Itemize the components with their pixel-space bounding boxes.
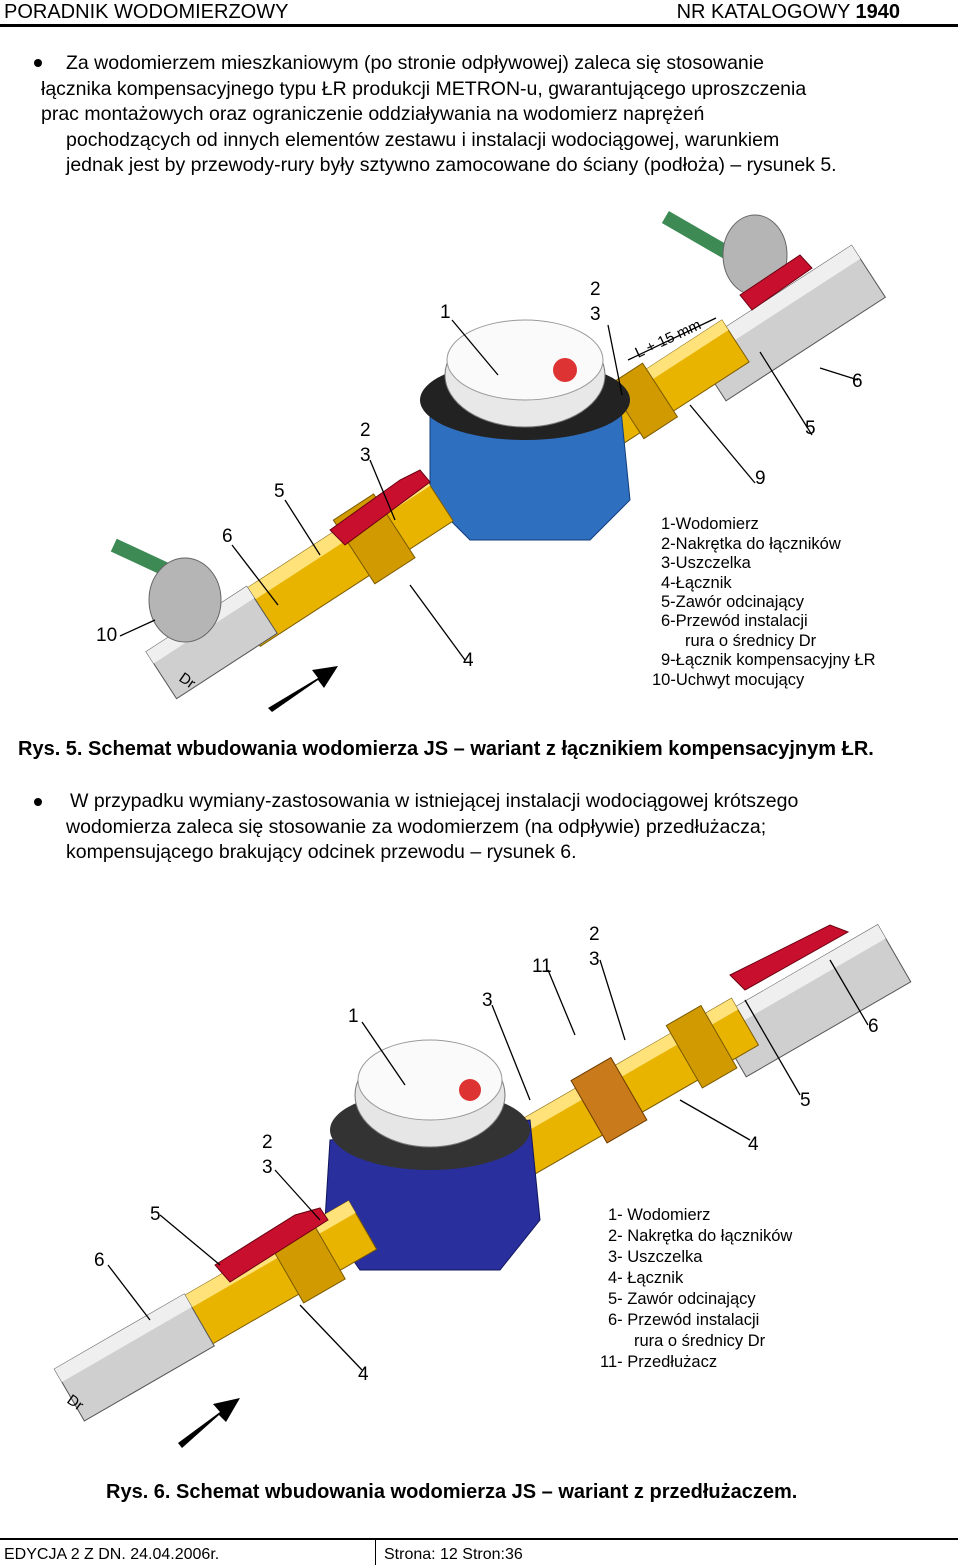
label-11: 11 [532,956,552,977]
bullet-2 [34,798,42,806]
label-5: 5 [274,481,285,502]
paragraph-2-line: W przypadku wymiany-zastosowania w istni… [70,790,799,812]
right-valve-handle [729,924,850,991]
legend-item: 4-Łącznik [661,574,732,592]
label-5: 5 [805,418,816,439]
paragraph-2-line: wodomierza zaleca się stosowanie za wodo… [66,815,767,838]
label-5: 5 [800,1090,811,1111]
label-2: 2 [360,420,371,441]
left-valve-handle [329,469,431,546]
legend-item: 6- Przewód instalacji [608,1311,759,1329]
legend-item: 9-Łącznik kompensacyjny ŁR [661,651,876,669]
figure-5-diagram: 1 2 3 L + 15 mm 6 2 3 5 9 5 6 10 4 Dr 1-… [96,210,887,712]
label-3: 3 [482,990,493,1011]
legend-item: 11- Przedłużacz [600,1353,717,1371]
label-3: 3 [262,1157,273,1178]
header-catalog: NR KATALOGOWY 1940 [677,1,900,24]
label-1: 1 [348,1006,359,1027]
footer-page-number: Strona: 12 Stron:36 [384,1546,523,1563]
legend-item: rura o średnicy Dr [634,1332,766,1350]
page-footer: EDYCJA 2 Z DN. 24.04.2006r. Strona: 12 S… [0,1536,960,1565]
legend-item: 5- Zawór odcinający [608,1290,756,1308]
extension [505,997,760,1176]
figure-6-assembly [53,924,912,1448]
legend-item: 5-Zawór odcinający [661,593,805,611]
legend-item: 4- Łącznik [608,1269,684,1287]
label-10: 10 [96,625,117,646]
legend-item: 6-Przewód instalacji [661,612,808,630]
paragraph-1-line: Za wodomierzem mieszkaniowym (po stronie… [66,52,764,74]
label-3: 3 [360,445,371,466]
paragraph-2-line: kompensującego brakujący odcinek przewod… [66,841,577,864]
left-valve-handle [214,1207,329,1283]
legend-item: 1- Wodomierz [608,1206,710,1224]
label-2: 2 [589,924,600,945]
legend-item: 3- Uszczelka [608,1248,703,1266]
flow-arrow [268,666,338,712]
footer-edition: EDYCJA 2 Z DN. 24.04.2006r. [4,1546,220,1563]
legend-item: rura o średnicy Dr [685,632,817,650]
label-6: 6 [94,1250,105,1271]
header-catalog-number: 1940 [855,1,901,23]
page-header: PORADNIK WODOMIERZOWY NR KATALOGOWY 1940 [0,0,960,28]
label-4: 4 [358,1364,369,1385]
paragraph-1-line: pochodzących od innych elementów zestawu… [66,128,780,151]
label-3: 3 [589,949,600,970]
right-valve-handle [739,254,813,311]
label-3: 3 [590,304,601,325]
paragraph-1: Za wodomierzem mieszkaniowym (po stronie… [41,51,837,179]
footer-rule [0,1538,958,1540]
label-2: 2 [262,1132,273,1153]
paragraph-1-line: łącznika kompensacyjnego typu ŁR produkc… [41,77,807,100]
figure-6-diagram: 2 3 11 3 1 6 5 4 2 3 5 6 4 Dr 1- Wodomie… [53,924,912,1448]
header-catalog-prefix: NR KATALOGOWY [676,1,856,23]
figure-5-legend: 1-Wodomierz 2-Nakrętka do łączników 3-Us… [652,515,876,689]
left-pipe [53,1293,215,1422]
label-9: 9 [755,468,766,489]
label-6: 6 [852,371,863,392]
label-5: 5 [150,1204,161,1225]
figure-6-leaders [107,959,869,1371]
legend-item: 3-Uszczelka [661,554,752,572]
paragraph-1-line: prac montażowych oraz ograniczenie oddzi… [41,103,705,126]
label-4: 4 [748,1134,759,1155]
legend-item: 2-Nakrętka do łączników [661,535,841,553]
legend-item: 10-Uchwyt mocujący [652,671,805,689]
figure-6-legend: 1- Wodomierz 2- Nakrętka do łączników 3-… [600,1206,792,1371]
label-6: 6 [868,1016,879,1037]
label-4: 4 [463,650,474,671]
flow-arrow [178,1398,240,1448]
legend-item: 2- Nakrętka do łączników [608,1227,792,1245]
header-title: PORADNIK WODOMIERZOWY [4,1,289,23]
figure-5-caption: Rys. 5. Schemat wbudowania wodomierza JS… [18,738,874,760]
label-1: 1 [440,302,451,323]
footer-separator [375,1540,376,1565]
label-2: 2 [590,279,601,300]
figure-6-caption: Rys. 6. Schemat wbudowania wodomierza JS… [106,1481,798,1503]
bullet-1 [34,59,42,67]
legend-item: 1-Wodomierz [661,515,759,533]
paragraph-1-line: jednak jest by przewody-rury były sztywn… [66,154,837,177]
paragraph-2: W przypadku wymiany-zastosowania w istni… [66,789,798,866]
left-wall-anchor [110,538,222,643]
water-meter [420,319,631,541]
figure-5-assembly [110,210,887,712]
figure-5-leaders [119,317,859,661]
label-6: 6 [222,526,233,547]
header-rule [0,24,958,27]
